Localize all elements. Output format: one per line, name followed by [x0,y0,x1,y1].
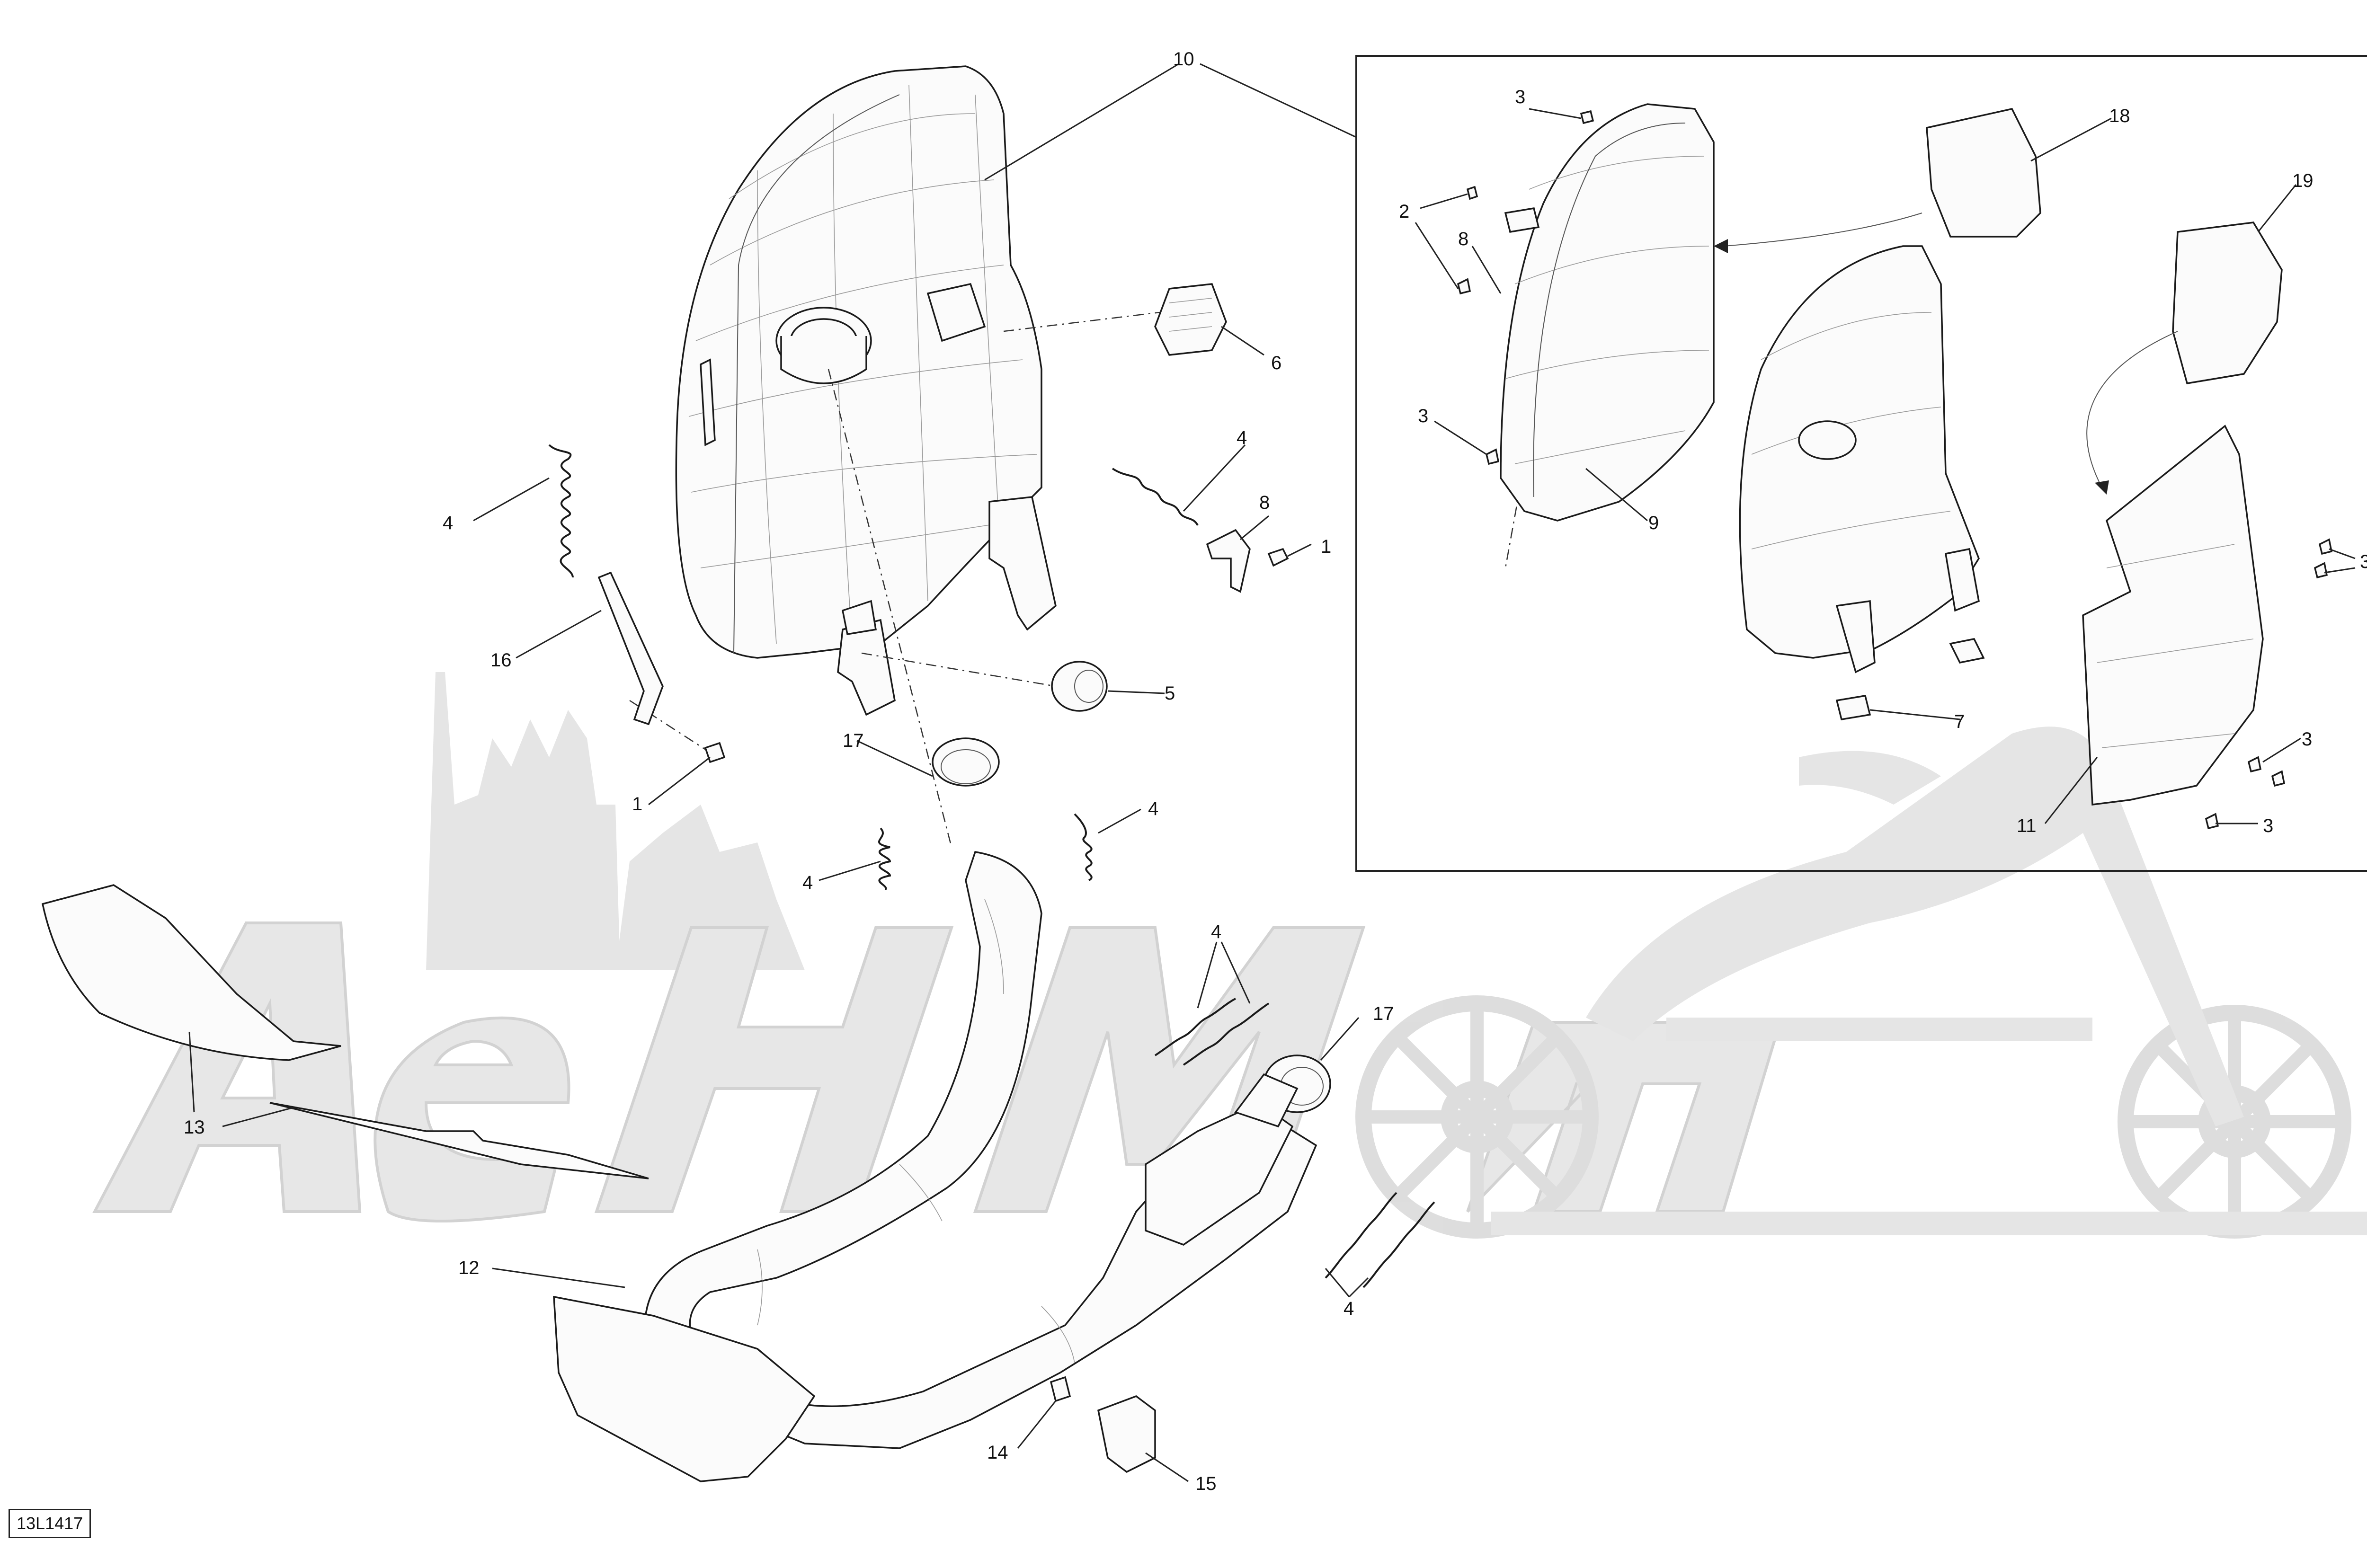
springs-part-4 [548,444,1435,1288]
callout-3: 3 [1418,406,1428,426]
callout-labels: 1 1 2 3 3 3 3 3 4 4 4 4 4 4 5 6 7 8 8 9 … [184,49,2367,1494]
muffler-assembly [675,65,1057,716]
callout-6: 6 [1271,353,1281,373]
heat-shield-part-19 [2172,221,2283,384]
bumper-part-7 [1835,638,1985,720]
callout-17: 17 [1373,1003,1394,1024]
callout-18: 18 [2109,106,2130,126]
callout-2: 2 [1399,201,1409,222]
callout-7: 7 [1954,711,1965,732]
callout-4: 4 [1211,921,1221,942]
inset-shield-part-11 [2082,425,2264,806]
callout-17: 17 [843,730,864,751]
reference-code: 13L1417 [9,1509,91,1538]
exhaust-pipe-part-12 [553,851,1317,1482]
callout-3: 3 [1515,87,1525,107]
callout-8: 8 [1458,229,1468,249]
callout-4: 4 [802,872,813,893]
callout-8: 8 [1259,492,1270,513]
callout-11: 11 [2017,815,2037,836]
callout-3: 3 [2263,815,2273,836]
assembly-arrows [1714,213,2178,495]
callout-4: 4 [1148,798,1158,819]
bracket-part-16 [597,571,664,726]
leader-lines [188,63,2356,1482]
callout-4: 4 [1344,1298,1354,1319]
callout-16: 16 [490,650,512,671]
callout-14: 14 [987,1442,1008,1463]
callout-13: 13 [184,1117,205,1138]
callout-3: 3 [2360,551,2367,572]
heat-shield-part-18 [1926,107,2041,238]
muffler-cover-part-9 [1500,103,1715,522]
bolt-part-14 [1050,1376,1071,1402]
callout-19: 19 [2292,170,2314,191]
callout-15: 15 [1195,1473,1217,1494]
inset-muffler-body [1739,245,1980,673]
bracket-part-8 [1206,529,1251,593]
rubber-mount-part-6 [1154,283,1227,356]
heat-shield-part-13 [41,884,649,1179]
callout-4: 4 [443,513,453,533]
callout-5: 5 [1165,683,1175,704]
callout-4: 4 [1237,427,1247,448]
callout-9: 9 [1648,513,1659,533]
bracket-part-15 [1097,1395,1156,1473]
inset-fasteners [1457,110,2333,830]
callout-1: 1 [632,794,642,815]
callout-10: 10 [1173,49,1194,70]
callout-12: 12 [458,1258,480,1278]
callout-3: 3 [2302,729,2312,750]
callout-1: 1 [1321,536,1331,557]
exploded-view-inset [1355,55,2367,872]
cap-part-5 [1051,661,1108,712]
